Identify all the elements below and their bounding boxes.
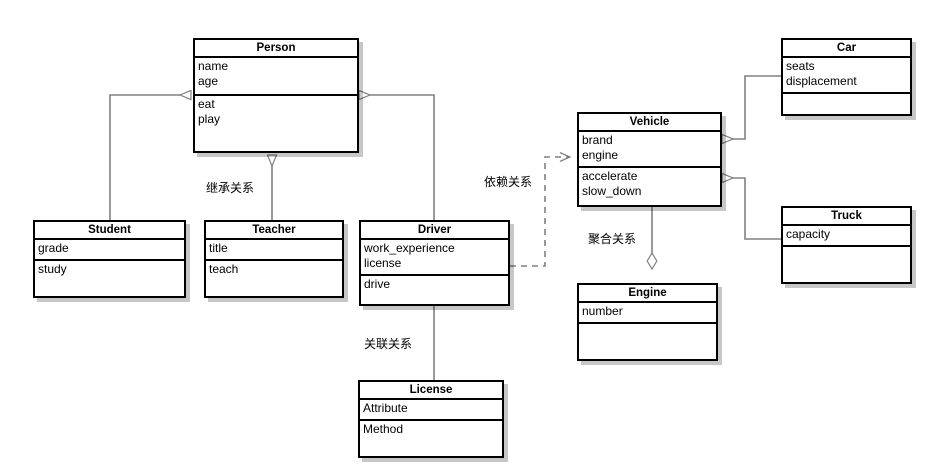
class-box-driver[interactable]: Driver work_experience license drive	[359, 220, 510, 306]
class-methods-driver: drive	[361, 276, 508, 294]
edge-car-vehicle	[722, 75, 781, 139]
class-box-car[interactable]: Car seats displacement	[781, 38, 912, 116]
attribute-item: engine	[582, 148, 619, 162]
edge-label-aggregation: 聚合关系	[588, 232, 637, 246]
class-attributes-engine: number	[579, 303, 716, 324]
class-methods-person: eat play	[195, 96, 357, 129]
attribute-item: brand	[582, 133, 613, 147]
class-attributes-teacher: title	[206, 240, 342, 261]
class-box-vehicle[interactable]: Vehicle brand engine accelerate slow_dow…	[577, 112, 722, 207]
class-methods-vehicle: accelerate slow_down	[579, 168, 720, 201]
class-title-student: Student	[35, 222, 184, 240]
attribute-item: title	[209, 241, 228, 255]
attribute-item: grade	[38, 241, 69, 255]
method-item: play	[198, 112, 221, 126]
class-title-engine: Engine	[579, 285, 716, 303]
class-methods-teacher: teach	[206, 261, 342, 279]
class-box-license[interactable]: License Attribute Method	[358, 380, 504, 458]
method-item: Method	[363, 422, 404, 436]
class-attributes-student: grade	[35, 240, 184, 261]
class-attributes-vehicle: brand engine	[579, 132, 720, 168]
class-attributes-driver: work_experience license	[361, 240, 508, 276]
class-box-person[interactable]: Person name age eat play	[193, 38, 359, 153]
class-title-truck: Truck	[783, 208, 910, 226]
class-title-person: Person	[195, 40, 357, 58]
edge-student-person	[109, 95, 191, 220]
edge-label-inheritance: 继承关系	[206, 181, 255, 195]
class-methods-car	[783, 94, 910, 97]
method-item: slow_down	[582, 184, 642, 198]
edge-label-dependency: 依赖关系	[484, 175, 533, 189]
method-item: study	[38, 262, 67, 276]
class-title-car: Car	[783, 40, 910, 58]
class-attributes-car: seats displacement	[783, 58, 910, 94]
attribute-item: number	[582, 304, 623, 318]
class-box-teacher[interactable]: Teacher title teach	[204, 220, 344, 298]
method-item: teach	[209, 262, 239, 276]
method-item: eat	[198, 97, 215, 111]
class-methods-engine	[579, 324, 716, 327]
class-attributes-person: name age	[195, 58, 357, 96]
class-box-truck[interactable]: Truck capacity	[781, 206, 912, 284]
class-methods-license: Method	[360, 421, 502, 439]
class-title-teacher: Teacher	[206, 222, 342, 240]
edge-driver-vehicle-dependency	[510, 157, 570, 267]
edge-driver-person	[359, 95, 435, 220]
attribute-item: name	[198, 59, 229, 73]
class-attributes-truck: capacity	[783, 226, 910, 247]
attribute-item: capacity	[786, 227, 831, 241]
class-attributes-license: Attribute	[360, 400, 502, 421]
class-box-student[interactable]: Student grade study	[33, 220, 186, 298]
attribute-item: Attribute	[363, 401, 408, 415]
edge-label-association: 关联关系	[364, 337, 413, 351]
class-methods-truck	[783, 247, 910, 250]
edge-truck-vehicle	[722, 178, 781, 240]
attribute-item: work_experience	[364, 241, 455, 255]
method-item: drive	[364, 277, 391, 291]
attribute-item: seats	[786, 59, 815, 73]
class-title-license: License	[360, 382, 502, 400]
method-item: accelerate	[582, 169, 638, 183]
attribute-item: displacement	[786, 74, 857, 88]
class-title-vehicle: Vehicle	[579, 114, 720, 132]
class-methods-student: study	[35, 261, 184, 279]
class-title-driver: Driver	[361, 222, 508, 240]
attribute-item: license	[364, 256, 402, 270]
attribute-item: age	[198, 74, 219, 88]
class-box-engine[interactable]: Engine number	[577, 283, 718, 361]
